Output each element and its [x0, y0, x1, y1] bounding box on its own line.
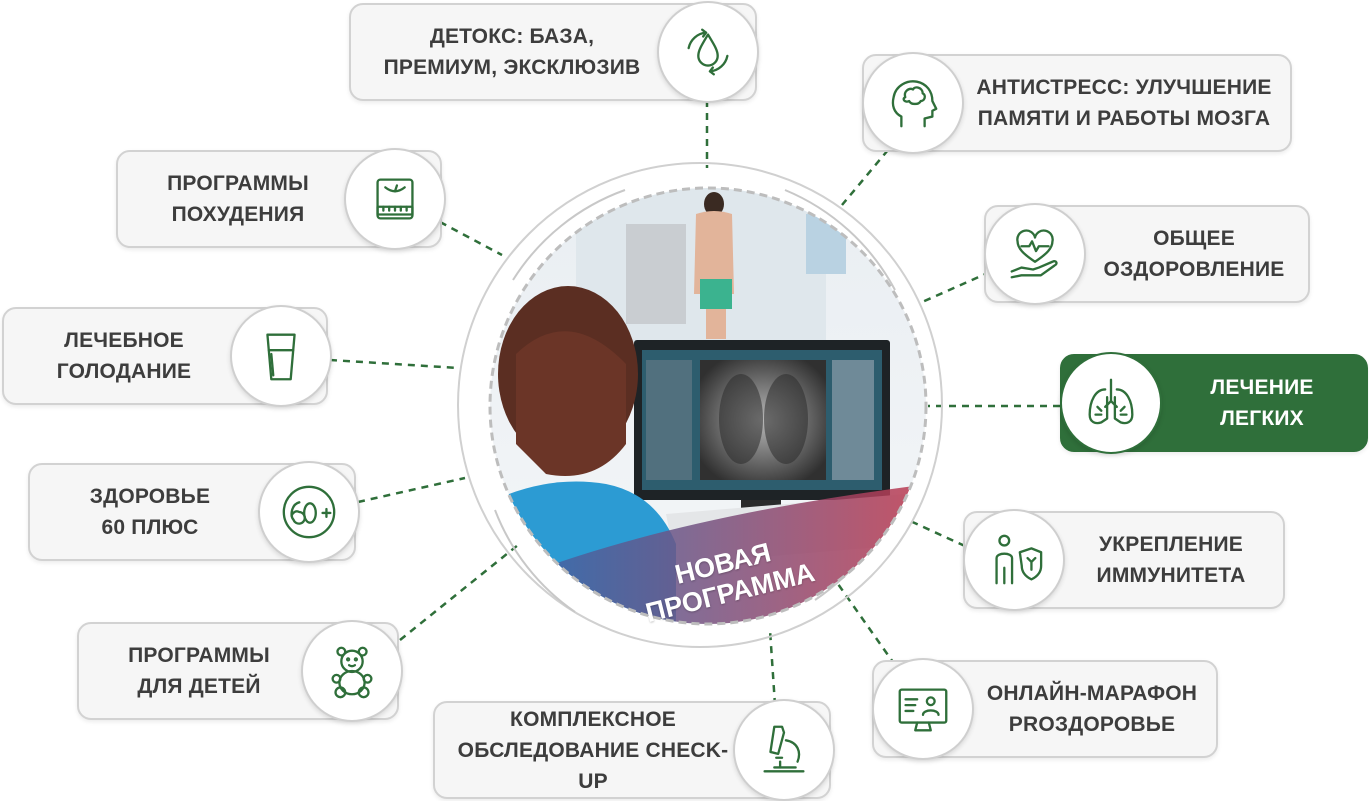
program-label: УКРЕПЛЕНИЕ ИММУНИТЕТА: [1096, 533, 1246, 587]
doctor-xray-photo: [488, 186, 928, 626]
program-label: ЗДОРОВЬЕ 60 ПЛЮС: [89, 485, 211, 539]
program-label: ПРОГРАММЫ ДЛЯ ДЕТЕЙ: [128, 644, 270, 698]
lungs-icon: [1060, 352, 1162, 454]
program-wellness[interactable]: ОБЩЕЕ ОЗДОРОВЛЕНИЕ: [984, 203, 1310, 305]
program-antistress[interactable]: АНТИСТРЕСС: УЛУЧШЕНИЕ ПАМЯТИ И РАБОТЫ МО…: [862, 52, 1292, 154]
program-label: ЛЕЧЕНИЕ ЛЕГКИХ: [1210, 376, 1314, 430]
program-weightloss[interactable]: ПРОГРАММЫ ПОХУДЕНИЯ: [116, 148, 446, 250]
head-brain-icon: [862, 52, 964, 154]
program-checkup[interactable]: КОМПЛЕКСНОЕ ОБСЛЕДОВАНИЕ CHECK-UP: [433, 699, 835, 801]
program-label: ЛЕЧЕБНОЕ ГОЛОДАНИЕ: [56, 329, 192, 383]
program-label: ОНЛАЙН-МАРАФОН PROЗДОРОВЬЕ: [986, 682, 1198, 736]
glass-water-icon: [230, 305, 332, 407]
program-lungs[interactable]: ЛЕЧЕНИЕ ЛЕГКИХ: [1060, 352, 1368, 454]
scale-tape-icon: [344, 148, 446, 250]
program-label: ДЕТОКС: БАЗА, ПРЕМИУМ, ЭКСКЛЮЗИВ: [383, 25, 641, 79]
teddy-bear-icon: [301, 620, 403, 722]
program-fasting[interactable]: ЛЕЧЕБНОЕ ГОЛОДАНИЕ: [2, 305, 332, 407]
program-label: ОБЩЕЕ ОЗДОРОВЛЕНИЕ: [1103, 227, 1285, 281]
program-marathon[interactable]: ОНЛАЙН-МАРАФОН PROЗДОРОВЬЕ: [872, 658, 1218, 760]
program-sixty-plus[interactable]: ЗДОРОВЬЕ 60 ПЛЮС: [28, 461, 360, 563]
program-detox[interactable]: ДЕТОКС: БАЗА, ПРЕМИУМ, ЭКСКЛЮЗИВ: [349, 1, 759, 103]
monitor-doctor-icon: [872, 658, 974, 760]
program-label: АНТИСТРЕСС: УЛУЧШЕНИЕ ПАМЯТИ И РАБОТЫ МО…: [976, 76, 1272, 130]
heart-hand-icon: [984, 203, 1086, 305]
program-kids[interactable]: ПРОГРАММЫ ДЛЯ ДЕТЕЙ: [77, 620, 403, 722]
program-immunity[interactable]: УКРЕПЛЕНИЕ ИММУНИТЕТА: [963, 509, 1285, 611]
center-ring: [457, 162, 943, 648]
microscope-icon: [733, 699, 835, 801]
program-label: ПРОГРАММЫ ПОХУДЕНИЯ: [167, 172, 309, 226]
program-label: КОМПЛЕКСНОЕ ОБСЛЕДОВАНИЕ CHECK-UP: [457, 707, 729, 793]
sixty-plus-icon: [258, 461, 360, 563]
person-shield-icon: [963, 509, 1065, 611]
water-drop-cycle-icon: [657, 1, 759, 103]
